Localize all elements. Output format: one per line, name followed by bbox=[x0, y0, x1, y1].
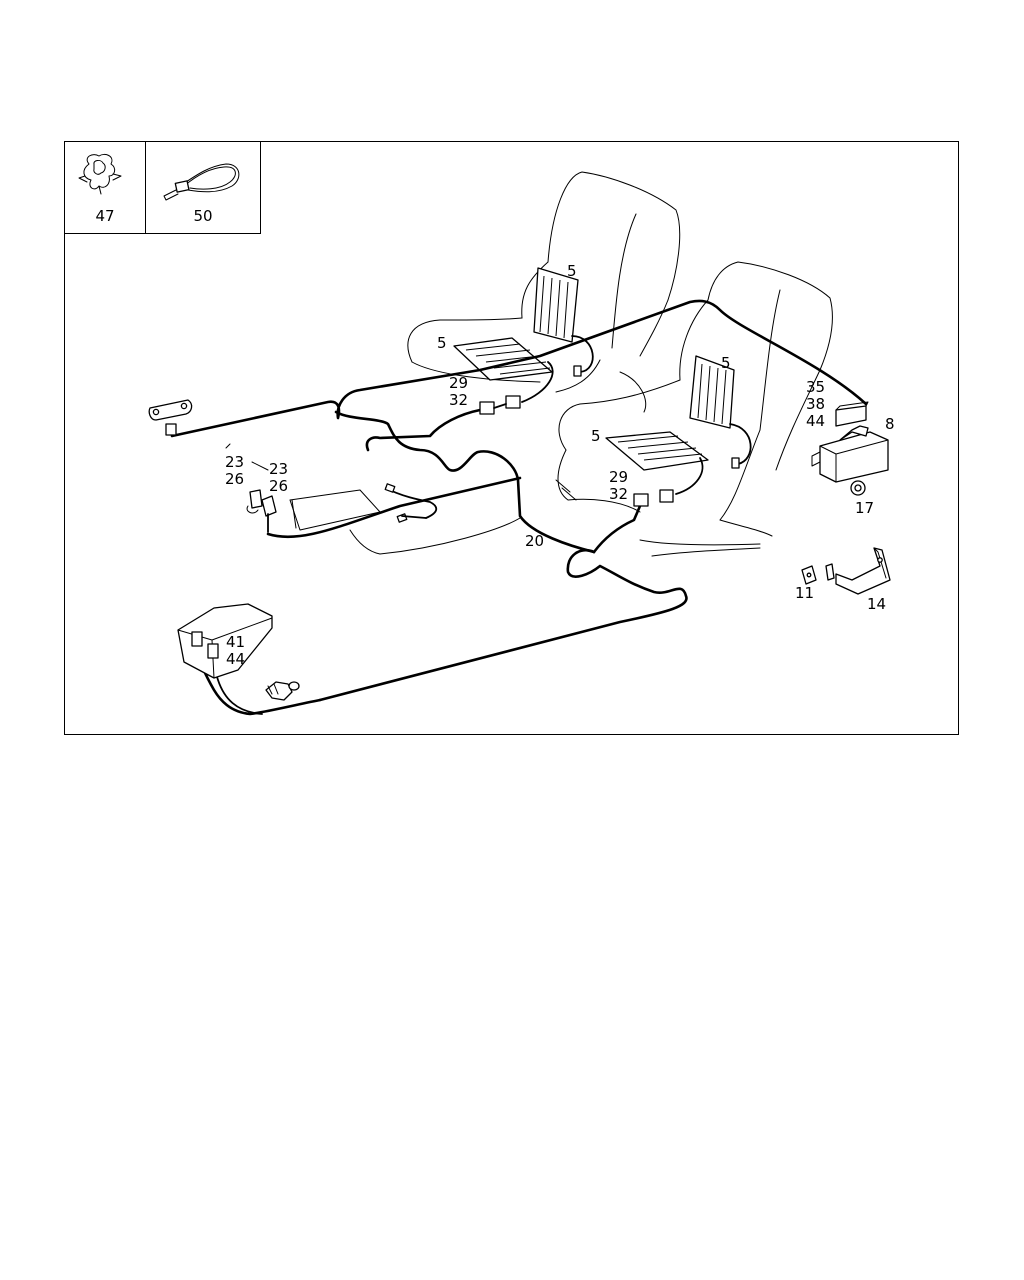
callout-5-right-backrest: 5 bbox=[721, 354, 731, 372]
callout-32-left: 32 bbox=[449, 391, 468, 409]
inset-label-50: 50 bbox=[193, 206, 213, 225]
bracket-14 bbox=[825, 547, 891, 595]
callout-26-b: 26 bbox=[269, 477, 288, 495]
heater-mat-right-backrest bbox=[689, 355, 752, 469]
seat-heater-switch-23-26 bbox=[225, 443, 297, 533]
connector-pair-right-29-32 bbox=[633, 493, 649, 507]
harness-branch-right-seat bbox=[592, 504, 642, 554]
control-unit-8 bbox=[811, 425, 889, 483]
left-harness-bracket bbox=[148, 399, 193, 436]
callout-23-b: 23 bbox=[269, 460, 288, 478]
callout-11: 11 bbox=[795, 584, 814, 602]
harness-loop-right bbox=[318, 549, 688, 702]
callout-23-a: 23 bbox=[225, 453, 244, 471]
trunk-component-41-44 bbox=[177, 603, 273, 679]
left-seat-outline bbox=[407, 171, 681, 413]
callout-17: 17 bbox=[855, 499, 874, 517]
floor-panel-outline bbox=[289, 489, 381, 531]
callout-labels: 5 5 5 5 29 32 29 32 35 38 44 8 17 23 26 … bbox=[225, 262, 895, 668]
connector-pair-left-29-32 bbox=[479, 401, 507, 415]
callout-38: 38 bbox=[806, 395, 825, 413]
callout-41: 41 bbox=[226, 633, 245, 651]
callout-20: 20 bbox=[525, 532, 544, 550]
floor-panel-edge bbox=[349, 517, 521, 555]
callout-29-right: 29 bbox=[609, 468, 628, 486]
callout-14: 14 bbox=[867, 595, 886, 613]
relay-35-38-44 bbox=[835, 401, 869, 427]
callout-26-a: 26 bbox=[225, 470, 244, 488]
heater-mat-left-cushion bbox=[453, 337, 554, 409]
fuse-plug-connectors bbox=[384, 483, 438, 523]
callout-5-right-cushion: 5 bbox=[591, 427, 601, 445]
callout-29-left: 29 bbox=[449, 374, 468, 392]
wire-connector-end bbox=[265, 681, 300, 701]
inset-part-47: 47 bbox=[63, 140, 147, 234]
harness-loop-lower bbox=[365, 408, 482, 452]
right-seat-outline bbox=[555, 261, 833, 557]
heater-mat-left-backrest bbox=[533, 267, 594, 377]
inset-label-47: 47 bbox=[95, 206, 115, 225]
heater-mat-right-cushion bbox=[605, 431, 709, 503]
callout-44-trunk: 44 bbox=[226, 650, 245, 668]
callout-35: 35 bbox=[806, 378, 825, 396]
grommet-17 bbox=[850, 480, 866, 496]
callout-5-left-backrest: 5 bbox=[567, 262, 577, 280]
clip-nut-11 bbox=[801, 565, 817, 585]
inset-part-50: 50 bbox=[145, 140, 261, 234]
harness-branch-center bbox=[334, 410, 596, 554]
callout-8: 8 bbox=[885, 415, 895, 433]
harness-branch-lower-left bbox=[266, 476, 522, 539]
callout-5-left-cushion: 5 bbox=[437, 334, 447, 352]
callout-32-right: 32 bbox=[609, 485, 628, 503]
cable-tie-icon bbox=[163, 163, 240, 200]
callout-44-relay: 44 bbox=[806, 412, 825, 430]
clip-icon bbox=[78, 153, 121, 194]
